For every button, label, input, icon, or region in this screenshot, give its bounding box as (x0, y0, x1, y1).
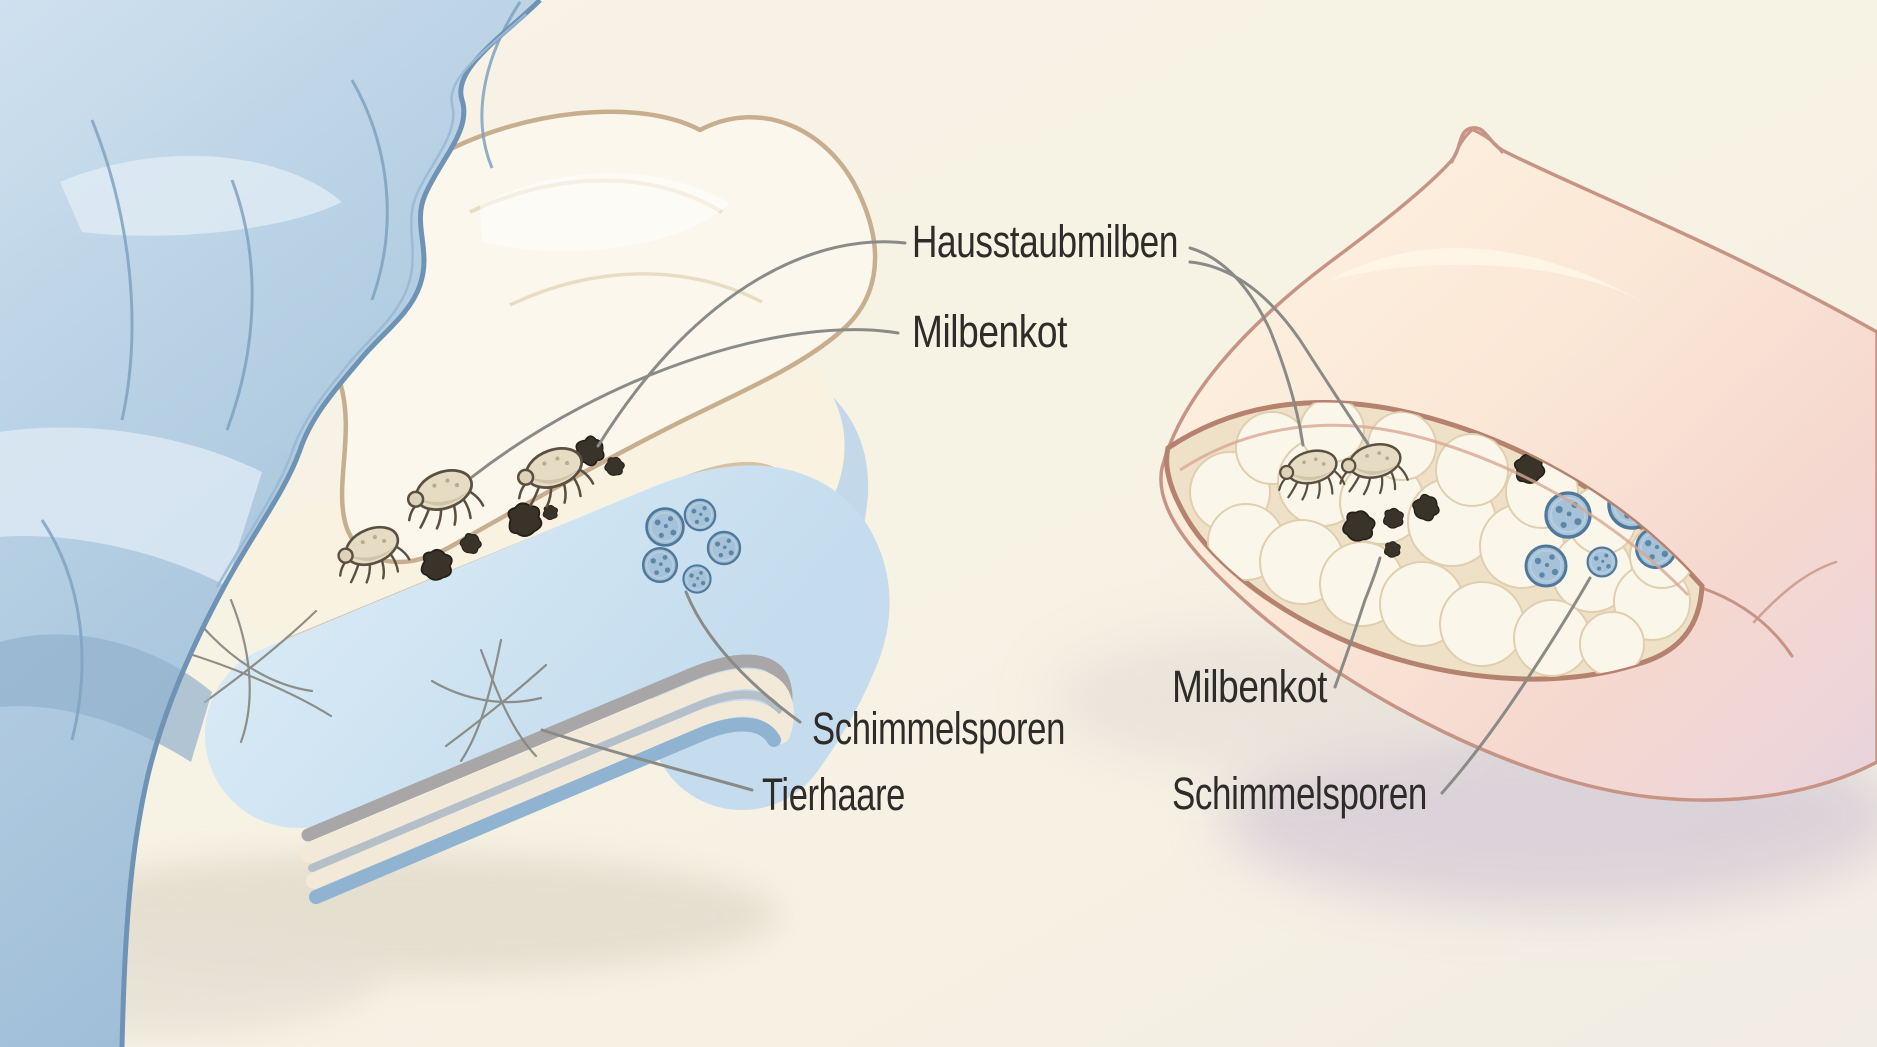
mattress-layers (205, 346, 890, 904)
label-hausstaubmilben: Hausstaubmilben (912, 216, 1178, 267)
blanket (0, 0, 542, 1047)
leader-hausstaubmilben-left (596, 240, 907, 448)
label-tierhaare: Tierhaare (762, 769, 905, 820)
leader-schimmelsporen-left (684, 590, 802, 724)
leader-milbenkot-right (1333, 556, 1382, 689)
annotations: Hausstaubmilben Milbenkot Schimmelsporen… (470, 216, 1592, 820)
pillow-stuffing (1189, 402, 1695, 677)
label-milbenkot-right: Milbenkot (1172, 661, 1328, 712)
pillow-creases (1450, 128, 1838, 658)
label-schimmelsporen-right: Schimmelsporen (1172, 768, 1427, 819)
pet-hair-strokes (178, 598, 548, 763)
leader-hausstaubmilben-right-1 (1188, 246, 1305, 447)
leader-milbenkot-left (470, 328, 900, 479)
leader-tierhaare (540, 728, 754, 792)
label-schimmelsporen-left: Schimmelsporen (812, 703, 1065, 754)
pillow-diagram (1050, 126, 1877, 910)
label-milbenkot-left: Milbenkot (912, 306, 1068, 357)
leader-schimmelsporen-right (1440, 576, 1592, 795)
leader-hausstaubmilben-right-2 (1188, 260, 1370, 446)
leader-lines (470, 240, 1592, 795)
mattress-diagram (0, 0, 890, 1047)
pillow-opening (1164, 400, 1705, 682)
